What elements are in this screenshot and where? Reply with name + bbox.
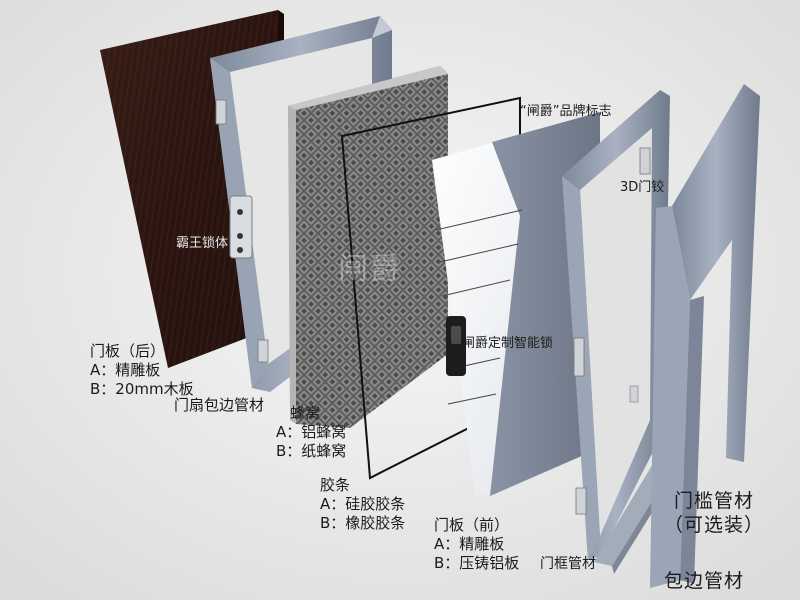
front-panel-option-a: A：精雕板 xyxy=(434,535,519,554)
adhesive-strip-option-b: B：橡胶胶条 xyxy=(320,514,405,533)
hinge-icon xyxy=(640,148,650,174)
hinge-label: 3D门铰 xyxy=(620,180,664,196)
smart-lock-label: 闸爵定制智能锁 xyxy=(462,336,553,352)
adhesive-strip-label: 胶条 A：硅胶胶条 B：橡胶胶条 xyxy=(320,476,405,532)
adhesive-strip-title: 胶条 xyxy=(320,476,405,495)
honeycomb-title: 蜂窝 xyxy=(290,404,346,423)
brand-logo-label: “闸爵”品牌标志 xyxy=(520,104,611,120)
back-panel-option-a: A：精雕板 xyxy=(90,361,194,380)
honeycomb-option-a: A：铝蜂窝 xyxy=(276,423,346,442)
back-panel-label: 门板（后） A：精雕板 B：20mm木板 xyxy=(90,342,194,398)
adhesive-strip-option-a: A：硅胶胶条 xyxy=(320,495,405,514)
front-panel-label: 门板（前） A：精雕板 B：压铸铝板 xyxy=(434,516,519,572)
honeycomb-option-b: B：纸蜂窝 xyxy=(276,442,346,461)
brand-watermark: 闸爵 xyxy=(338,244,402,288)
frame-tube-label: 门框管材 xyxy=(540,556,596,574)
front-panel-option-b: B：压铸铝板 xyxy=(434,554,519,573)
sash-tube-label: 门扇包边管材 xyxy=(174,396,264,415)
threshold-subtitle: （可选装） xyxy=(664,514,764,538)
lock-body-label: 霸王锁体 xyxy=(176,236,228,252)
threshold-label: 门槛管材 （可选装） xyxy=(664,490,764,538)
back-panel-title: 门板（后） xyxy=(90,342,194,361)
front-panel-title: 门板（前） xyxy=(434,516,519,535)
threshold-title: 门槛管材 xyxy=(664,490,764,514)
edge-tube-label: 包边管材 xyxy=(664,570,744,594)
honeycomb-label: 蜂窝 A：铝蜂窝 B：纸蜂窝 xyxy=(290,404,346,460)
